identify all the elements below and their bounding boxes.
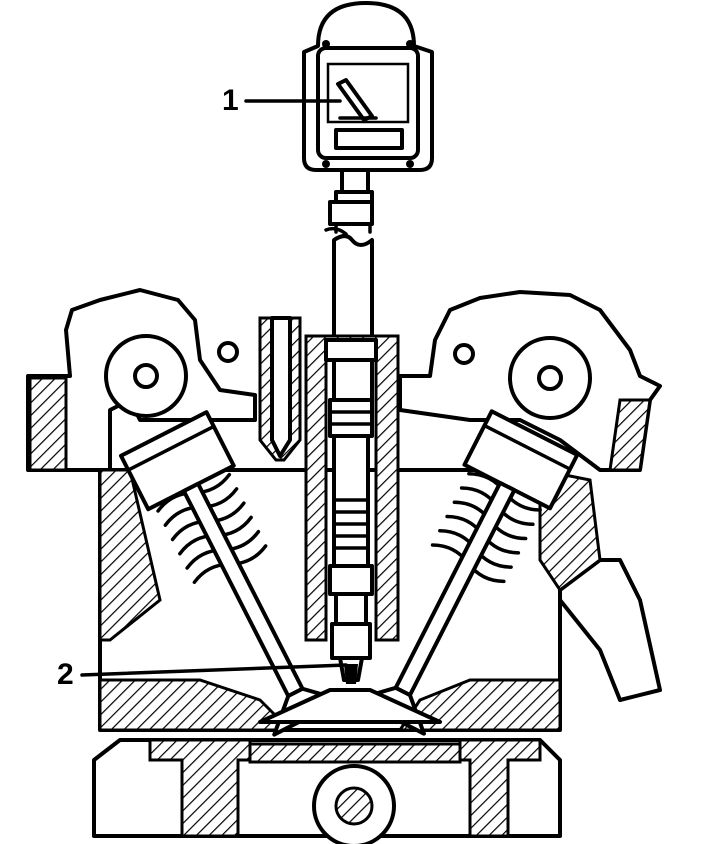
engine-block [92,738,562,844]
cylinder-bore-plug-hole [344,664,358,684]
gauge-dial [326,62,410,124]
compression-tester-hose [324,222,374,402]
gauge-display [334,128,404,150]
hose-adapter-threaded-end [328,398,374,682]
cylinder-head [26,288,662,732]
injector-sleeve [258,316,302,462]
spark-plug-tube [304,334,400,642]
combustion-chamber [258,688,442,724]
compression-gauge [302,1,434,226]
callout-2-label: 2 [57,658,74,691]
callout-1-label: 1 [222,84,239,117]
callout-leader-2 [80,663,348,677]
